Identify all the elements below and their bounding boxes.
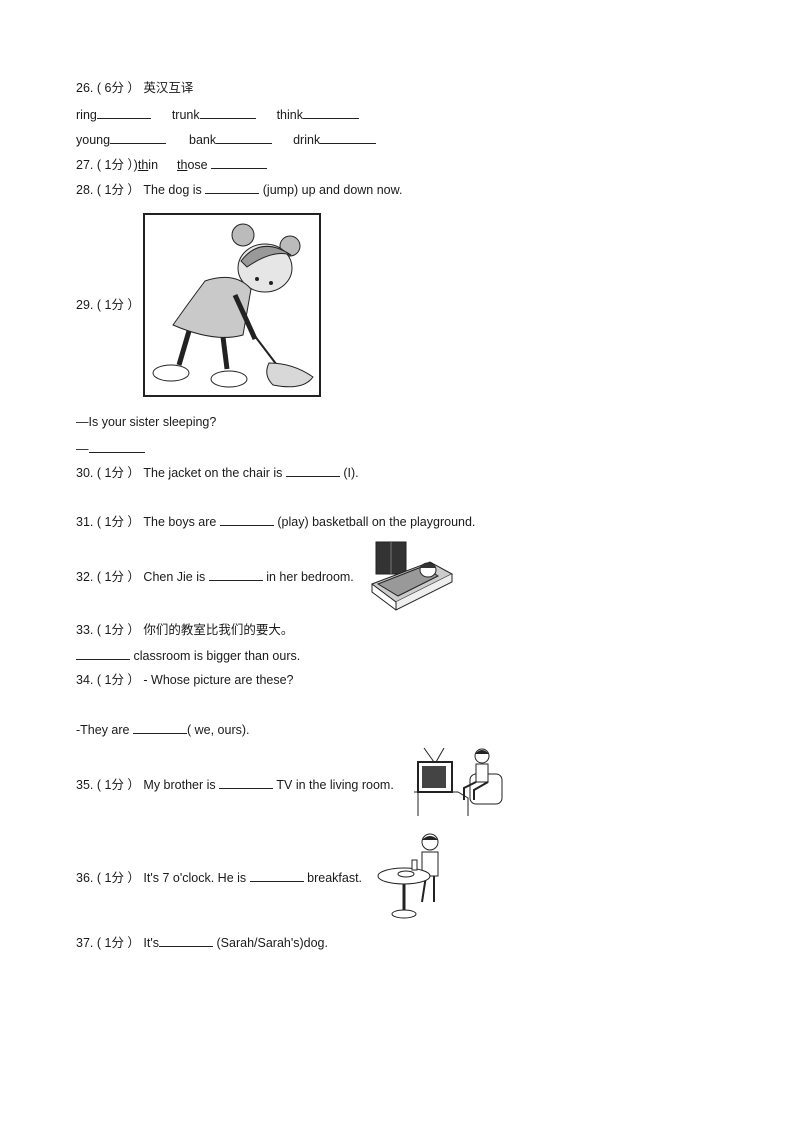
question-text: TV in the living room. bbox=[276, 778, 394, 792]
score-label: ( 1分 ） bbox=[96, 183, 140, 197]
instruction-text: 英汉互译 bbox=[143, 81, 194, 95]
answer-blank[interactable] bbox=[110, 131, 167, 144]
question-text: It's 7 o'clock. He is bbox=[143, 871, 247, 885]
question-37: 37. ( 1分 ） It's (Sarah/Sarah's)dog. bbox=[76, 934, 328, 951]
answer-blank[interactable] bbox=[205, 181, 260, 194]
dash-mark: — bbox=[76, 442, 89, 456]
answer-blank[interactable] bbox=[302, 106, 359, 119]
score-label: ( 1分 ） bbox=[96, 871, 140, 885]
score-label: ( 1分 ） bbox=[96, 515, 140, 529]
question-text: (play) basketball on the playground. bbox=[277, 515, 476, 529]
girl-sweeping-image bbox=[143, 213, 321, 397]
question-30: 30. ( 1分 ） The jacket on the chair is (I… bbox=[76, 464, 359, 481]
question-29: 29. ( 1分 ） bbox=[76, 297, 140, 313]
question-29-answer: — bbox=[76, 440, 145, 457]
question-number: 35. bbox=[76, 778, 94, 792]
question-number: 30. bbox=[76, 466, 94, 480]
question-36: 36. ( 1分 ） It's 7 o'clock. He is breakfa… bbox=[76, 869, 362, 886]
question-33-answer: classroom is bigger than ours. bbox=[76, 647, 300, 664]
score-label: ( 1分 ） bbox=[96, 673, 140, 687]
score-label: ( 1分 ） bbox=[96, 778, 140, 792]
underlined-letters: th bbox=[137, 158, 149, 172]
answer-blank[interactable] bbox=[219, 513, 274, 526]
question-28: 28. ( 1分 ） The dog is (jump) up and down… bbox=[76, 181, 402, 198]
word-item: in bbox=[148, 158, 159, 172]
score-label: ( 1分 ）) bbox=[96, 158, 138, 172]
question-29-dialogue: —Is your sister sleeping? bbox=[76, 414, 216, 430]
word-item: young bbox=[76, 133, 111, 147]
question-text: in her bedroom. bbox=[266, 570, 354, 584]
question-text: (jump) up and down now. bbox=[262, 183, 403, 197]
score-label: ( 1分 ） bbox=[96, 936, 140, 950]
question-text: The jacket on the chair is bbox=[143, 466, 283, 480]
answer-blank[interactable] bbox=[219, 776, 274, 789]
answer-blank[interactable] bbox=[159, 934, 214, 947]
underlined-letters: th bbox=[177, 158, 188, 172]
boy-watching-tv-image bbox=[414, 746, 504, 818]
instruction-text: 你们的教室比我们的要大。 bbox=[143, 623, 294, 637]
answer-blank[interactable] bbox=[320, 131, 377, 144]
word-item: drink bbox=[293, 133, 321, 147]
question-33: 33. ( 1分 ） 你们的教室比我们的要大。 bbox=[76, 622, 293, 638]
answer-blank[interactable] bbox=[76, 647, 130, 660]
translation-row-1: ring trunk think bbox=[76, 106, 359, 123]
question-34: 34. ( 1分 ） - Whose picture are these? bbox=[76, 672, 294, 688]
girl-in-bed-image bbox=[368, 540, 454, 612]
question-number: 27. bbox=[76, 158, 94, 172]
question-text: breakfast. bbox=[307, 871, 363, 885]
question-31: 31. ( 1分 ） The boys are (play) basketbal… bbox=[76, 513, 475, 530]
answer-blank[interactable] bbox=[216, 131, 273, 144]
score-label: ( 1分 ） bbox=[96, 570, 140, 584]
word-item: ring bbox=[76, 108, 97, 122]
question-text: -They are bbox=[76, 723, 130, 737]
score-label: ( 1分 ） bbox=[96, 623, 140, 637]
answer-blank[interactable] bbox=[249, 869, 304, 882]
question-number: 29. bbox=[76, 298, 94, 312]
question-text: Chen Jie is bbox=[143, 570, 206, 584]
word-item: ose bbox=[187, 158, 208, 172]
question-32: 32. ( 1分 ） Chen Jie is in her bedroom. bbox=[76, 568, 354, 585]
question-text: The boys are bbox=[143, 515, 217, 529]
question-number: 34. bbox=[76, 673, 94, 687]
question-number: 31. bbox=[76, 515, 94, 529]
question-text: —Is your sister sleeping? bbox=[76, 415, 217, 429]
question-34-answer: -They are ( we, ours). bbox=[76, 721, 250, 738]
answer-blank[interactable] bbox=[208, 568, 263, 581]
question-number: 36. bbox=[76, 871, 94, 885]
question-text: ( we, ours). bbox=[186, 723, 250, 737]
question-text: The dog is bbox=[143, 183, 202, 197]
word-item: think bbox=[276, 108, 303, 122]
question-number: 33. bbox=[76, 623, 94, 637]
word-item: bank bbox=[189, 133, 217, 147]
boy-eating-breakfast-image bbox=[376, 832, 440, 920]
question-text: It's bbox=[143, 936, 160, 950]
question-text: - Whose picture are these? bbox=[143, 673, 294, 687]
answer-blank[interactable] bbox=[211, 156, 268, 169]
score-label: ( 1分 ） bbox=[96, 466, 140, 480]
score-label: ( 1分 ） bbox=[96, 298, 140, 312]
question-text: My brother is bbox=[143, 778, 216, 792]
translation-row-2: young bank drink bbox=[76, 131, 377, 148]
question-number: 26. bbox=[76, 81, 94, 95]
answer-blank[interactable] bbox=[285, 464, 340, 477]
answer-blank[interactable] bbox=[132, 721, 187, 734]
answer-blank[interactable] bbox=[199, 106, 256, 119]
question-26: 26. ( 6分 ） 英汉互译 bbox=[76, 80, 193, 96]
question-number: 37. bbox=[76, 936, 94, 950]
question-text: classroom is bigger than ours. bbox=[133, 649, 301, 663]
question-text: (I). bbox=[343, 466, 359, 480]
question-text: (Sarah/Sarah's)dog. bbox=[216, 936, 328, 950]
answer-blank[interactable] bbox=[88, 440, 145, 453]
question-number: 32. bbox=[76, 570, 94, 584]
score-label: ( 6分 ） bbox=[96, 81, 140, 95]
question-27: 27. ( 1分 ）)thin those bbox=[76, 156, 268, 173]
answer-blank[interactable] bbox=[96, 106, 151, 119]
question-35: 35. ( 1分 ） My brother is TV in the livin… bbox=[76, 776, 394, 793]
word-item: trunk bbox=[171, 108, 200, 122]
question-number: 28. bbox=[76, 183, 94, 197]
